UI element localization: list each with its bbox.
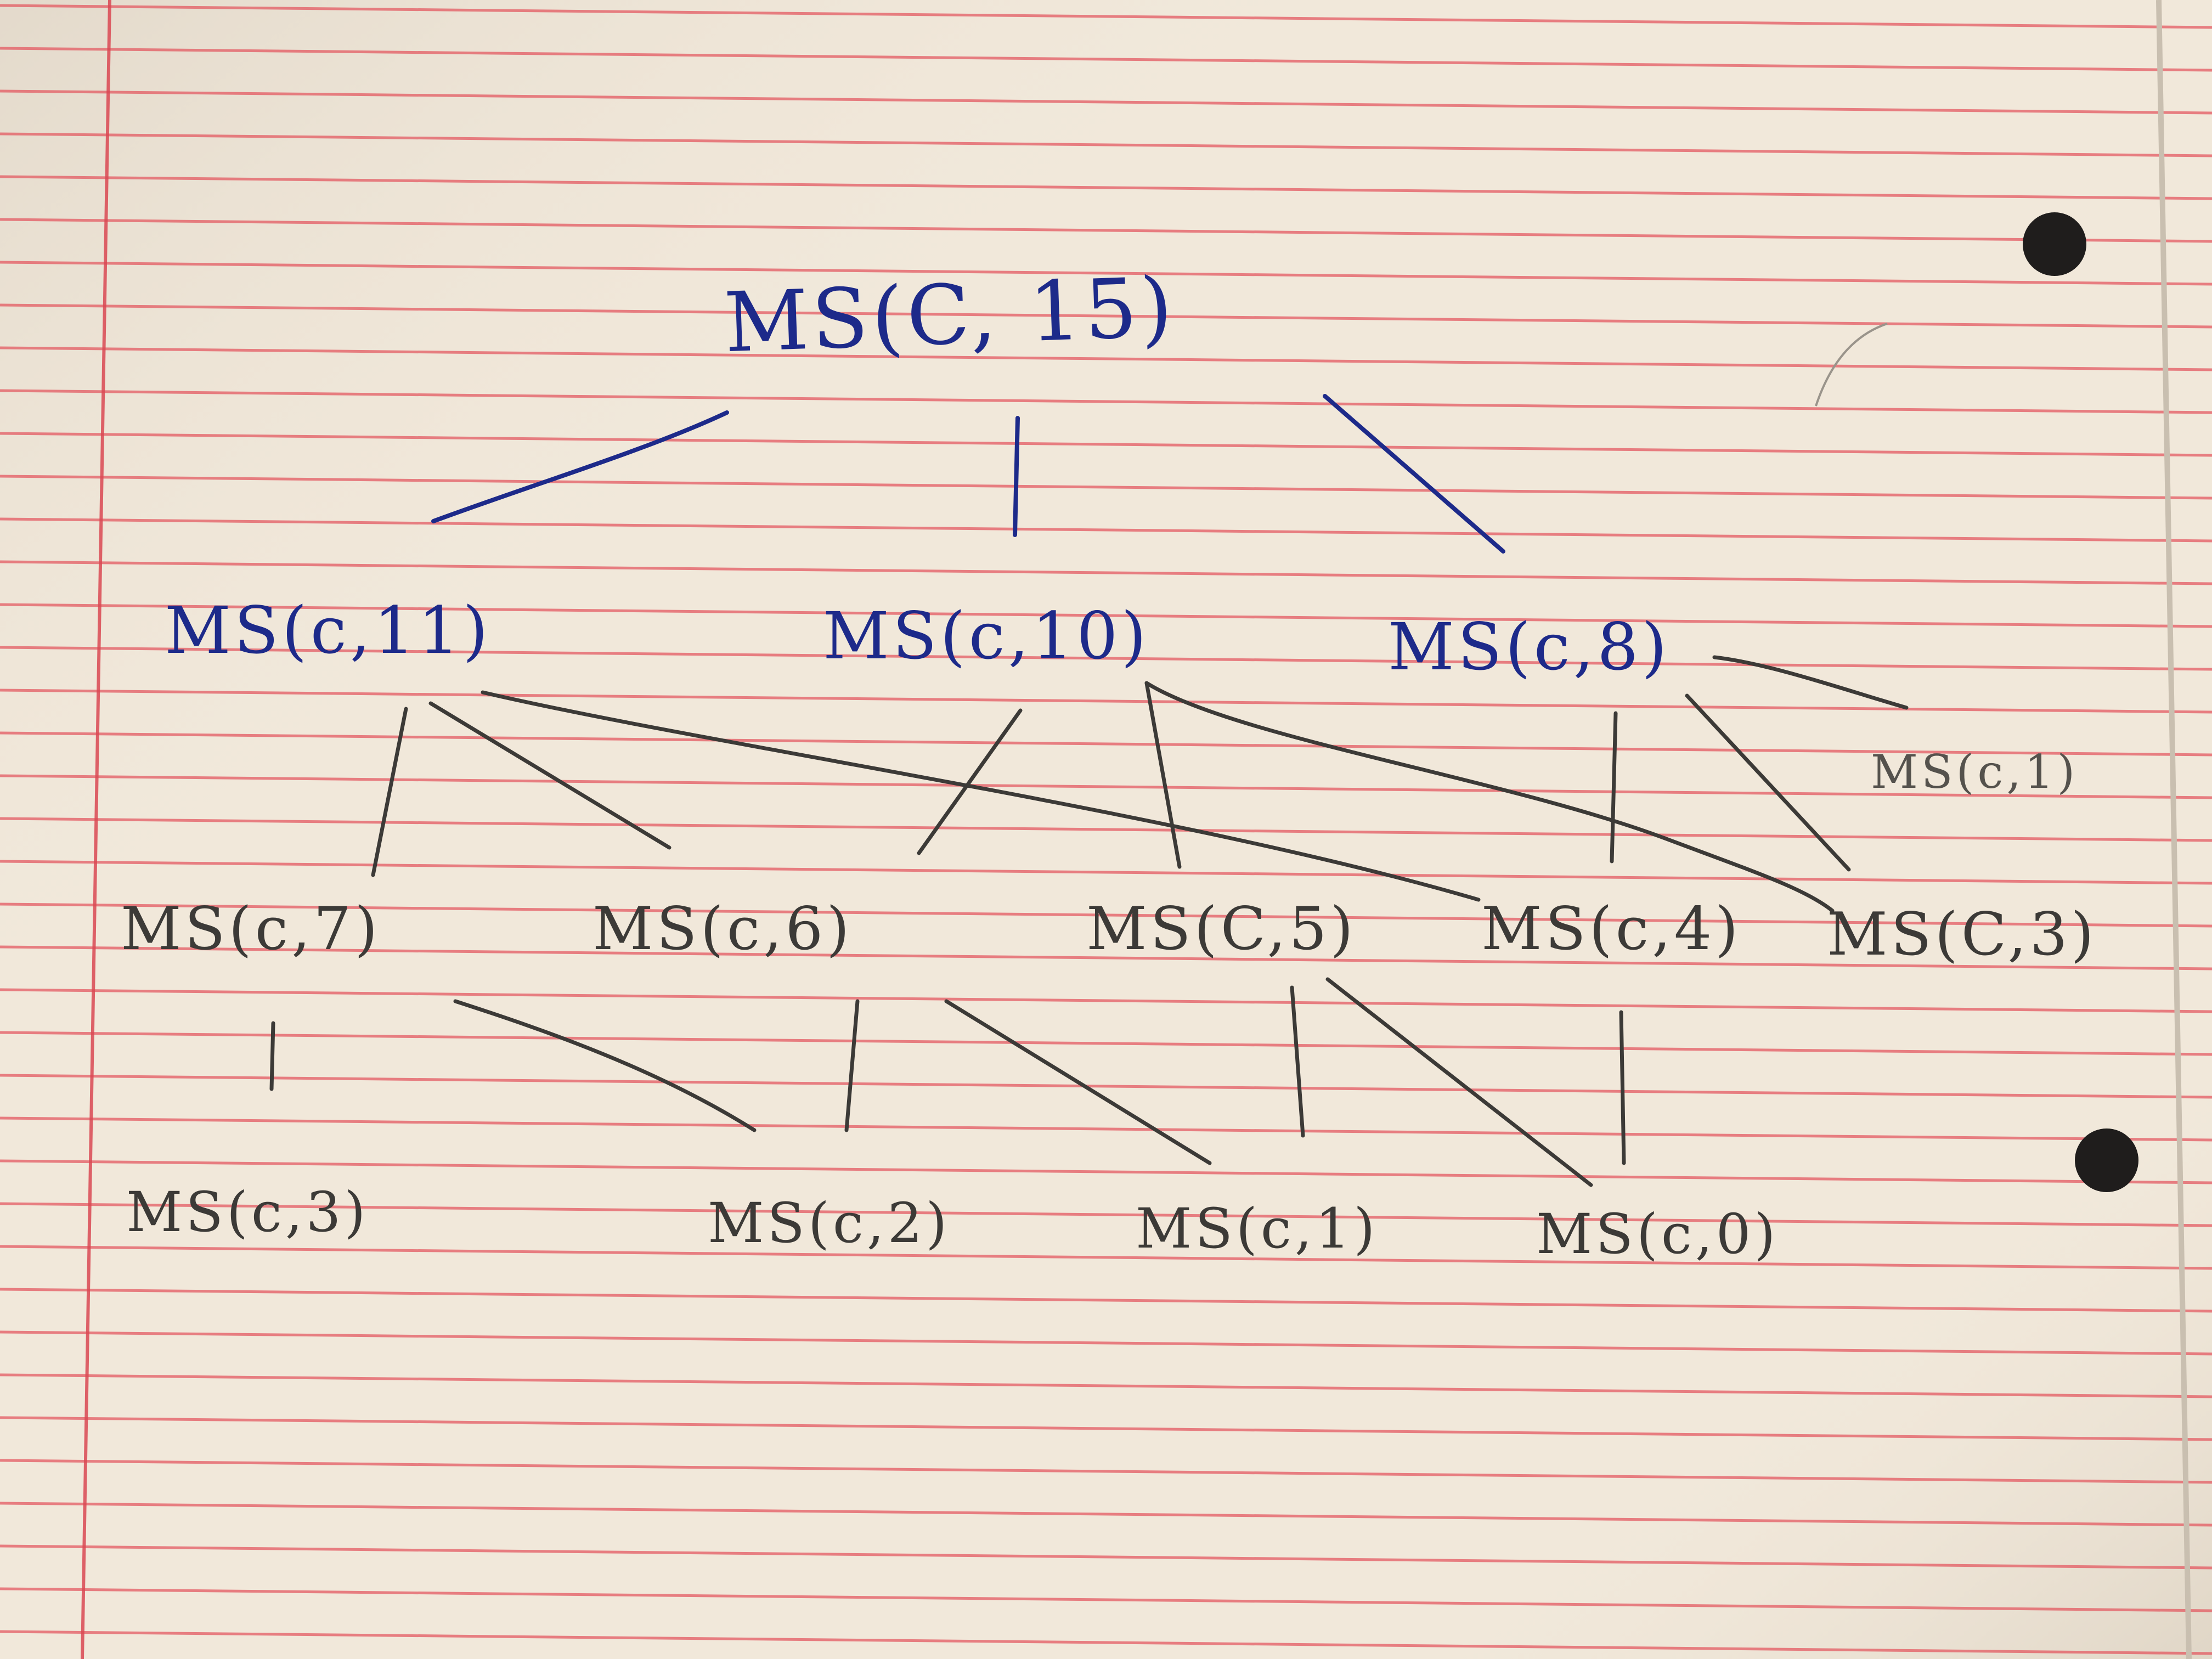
rule-line (0, 1587, 2212, 1612)
edge-root-to-ms-c-11 (431, 410, 729, 523)
rule-line (0, 1159, 2212, 1184)
rule-line (0, 817, 2212, 842)
rule-line (0, 1202, 2212, 1227)
rule-line (0, 1288, 2212, 1313)
ink-edges (431, 394, 1505, 554)
rule-line (0, 945, 2212, 970)
pencil-edges (269, 655, 1909, 1187)
edge-11-to-6 (428, 701, 672, 850)
rule-line (0, 646, 2212, 671)
edge-7-to-2 (453, 999, 757, 1132)
rule-line (0, 1373, 2212, 1398)
rule-line (0, 1502, 2212, 1527)
faint-pencil-arc (1815, 323, 1888, 407)
edge-10-to-3 (1144, 681, 1835, 913)
rule-line (0, 218, 2212, 243)
edge-root-to-ms-c-8 (1323, 394, 1505, 554)
node-ms-c-6: MS(c,6) (592, 895, 853, 963)
node-ms-c-4: MS(c,4) (1481, 895, 1742, 963)
node-ms-c-3-bottom: MS(c,3) (126, 1180, 369, 1244)
rule-line (0, 860, 2212, 885)
rule-line (0, 346, 2212, 371)
edge-11-to-7 (371, 707, 408, 877)
rule-line (0, 89, 2212, 115)
node-ms-c-2: MS(c,2) (708, 1191, 951, 1255)
rule-line (0, 1630, 2212, 1655)
edge-8-to-4 (1610, 711, 1618, 864)
rule-line (0, 1459, 2212, 1484)
rule-line (0, 432, 2212, 457)
edge-10-to-7 (917, 708, 1023, 855)
rule-line (0, 132, 2212, 157)
node-ms-c-3: MS(C,3) (1827, 900, 2097, 969)
node-ms-c-5: MS(C,5) (1086, 895, 1357, 963)
rule-line (0, 261, 2212, 286)
edge-8-to-extra (1712, 655, 1909, 710)
rule-line (0, 1116, 2212, 1142)
node-ms-c-1-extra: MS(c,1) (1871, 745, 2079, 799)
rule-line (0, 1074, 2212, 1099)
rule-line (0, 1031, 2212, 1056)
edge-10-to-5 (1144, 681, 1182, 869)
edge-6-to-1 (944, 999, 1212, 1165)
node-ms-c-0: MS(c,0) (1536, 1202, 1779, 1266)
rule-line (0, 47, 2212, 72)
node-ms-c-10: MS(c,10) (823, 598, 1150, 674)
punch-hole-top (2023, 212, 2086, 276)
node-ms-c-7: MS(c,7) (121, 895, 381, 963)
rule-line (0, 988, 2212, 1013)
edge-4-to-0 (1619, 1010, 1626, 1165)
edge-7-to-3 (269, 1021, 275, 1091)
edge-8-to-3 (1685, 693, 1851, 872)
rule-line (0, 902, 2212, 928)
rule-line (0, 4, 2212, 29)
edge-root-to-ms-c-10 (1013, 416, 1020, 537)
node-ms-c-8: MS(c,8) (1388, 609, 1671, 685)
edge-6-to-2 (844, 999, 860, 1132)
node-root: MS(C, 15) (723, 259, 1177, 371)
node-ms-c-1: MS(c,1) (1136, 1197, 1379, 1261)
rule-line (0, 517, 2212, 543)
rule-line (0, 774, 2212, 799)
edge-5-to-0 (1325, 977, 1593, 1187)
next-page-edge (2156, 0, 2192, 1659)
ruled-lines (0, 4, 2212, 1655)
rule-line (0, 1245, 2212, 1270)
node-ms-c-11: MS(c,11) (165, 592, 492, 668)
rule-line (0, 689, 2212, 714)
rule-line (0, 175, 2212, 200)
rule-line (0, 1330, 2212, 1356)
rule-line (0, 560, 2212, 585)
rule-line (0, 731, 2212, 757)
punch-hole-bottom (2075, 1128, 2138, 1192)
rule-line (0, 475, 2212, 500)
rule-line (0, 603, 2212, 628)
edge-5-to-1 (1290, 985, 1305, 1138)
rule-line (0, 389, 2212, 414)
margin-line (81, 0, 111, 1659)
rule-line (0, 1544, 2212, 1570)
rule-line (0, 303, 2212, 329)
edge-11-to-4 (481, 690, 1481, 902)
rule-line (0, 1416, 2212, 1441)
